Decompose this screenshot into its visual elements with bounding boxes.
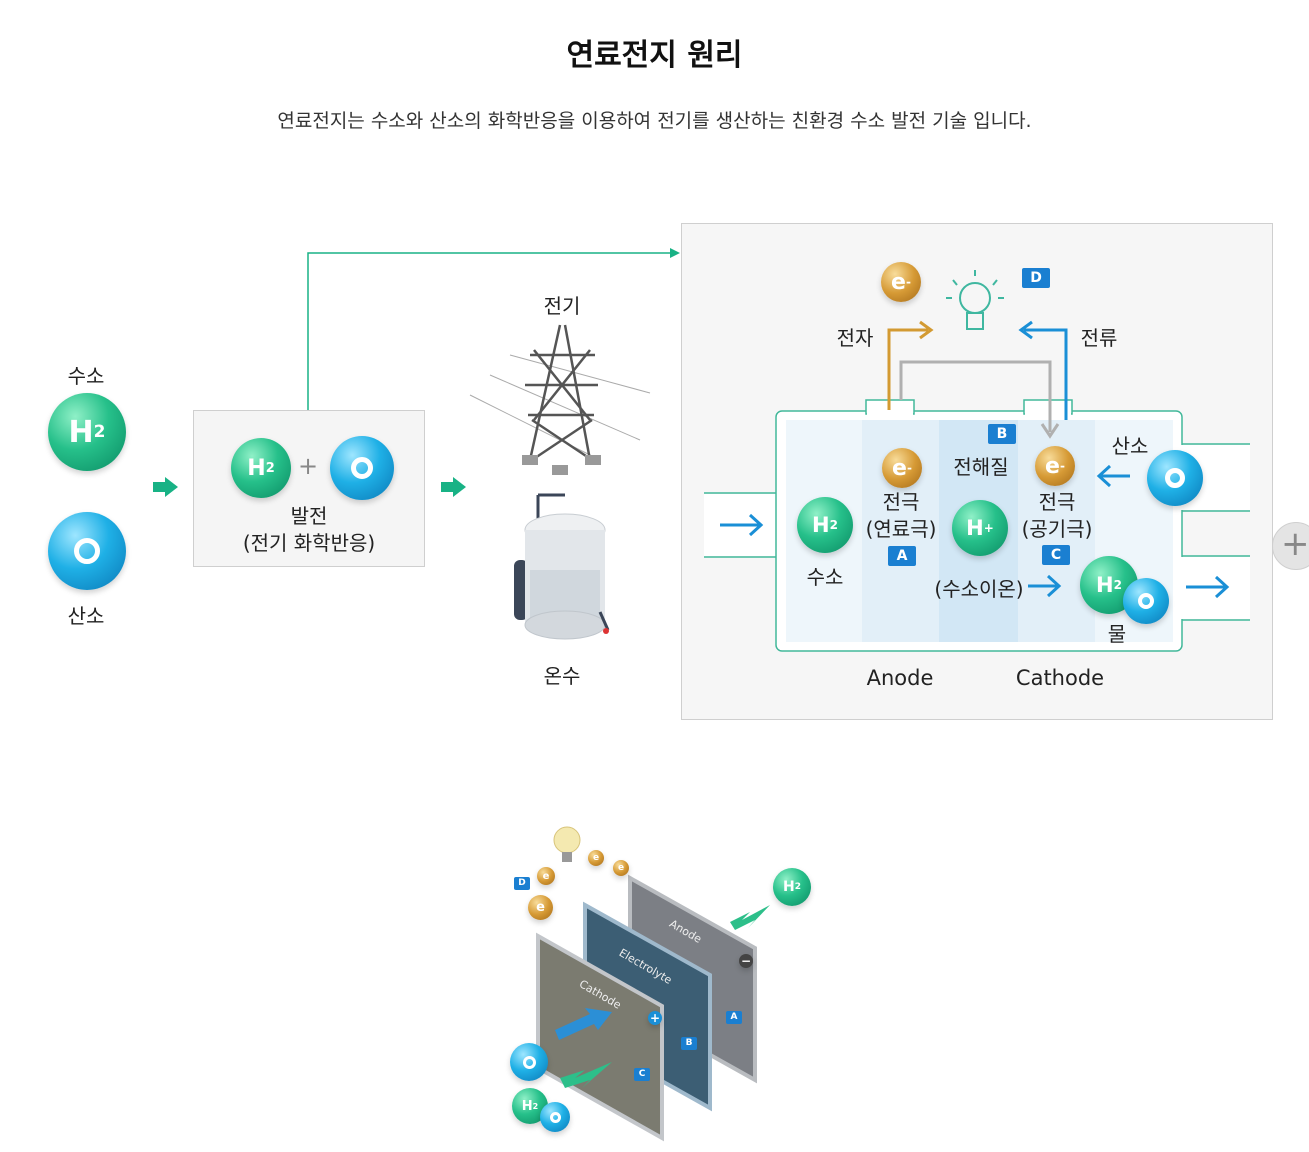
stack-badge-c: C <box>634 1068 650 1081</box>
badge-b: B <box>988 424 1016 444</box>
stack-electron-icon: e <box>528 895 553 920</box>
flow-arrow-input <box>153 477 178 497</box>
hydrogen-ion-label: (수소이온) <box>934 577 1024 601</box>
light-bulb-icon <box>946 270 1004 330</box>
badge-d: D <box>1022 268 1050 288</box>
electron-icon: e- <box>881 262 921 302</box>
stack-water-oxygen-icon <box>540 1102 570 1132</box>
air-electrode-sublabel: (공기극) <box>1021 517 1093 541</box>
oxygen-label: 산소 <box>67 604 105 628</box>
cathode-electron-icon: e- <box>1035 446 1075 486</box>
oxygen-molecule-icon <box>48 512 126 590</box>
generation-sublabel: (전기 화학반응) <box>242 531 376 555</box>
fuel-electrode-label: 전극 <box>882 490 920 514</box>
electricity-label: 전기 <box>543 294 581 318</box>
hydrogen-ion-icon: H+ <box>952 500 1008 556</box>
anode-electron-icon: e- <box>882 448 922 488</box>
badge-c: C <box>1042 545 1070 565</box>
flow-arrow-output <box>441 477 466 497</box>
badge-a: A <box>888 546 916 566</box>
stack-oxygen-icon <box>510 1043 548 1081</box>
cell-hydrogen-label: 수소 <box>806 565 844 589</box>
stack-electron-icon: e <box>613 860 629 876</box>
water-oxygen-icon <box>1123 578 1169 624</box>
electrolyte-label: 전해질 <box>953 455 1009 479</box>
page-title: 연료전지 원리 <box>566 38 743 73</box>
electron-flow-label: 전자 <box>836 326 874 350</box>
stack-badge-b: B <box>681 1037 697 1050</box>
stack-badge-d: D <box>514 877 530 890</box>
plus-terminal-icon: + <box>648 1011 662 1025</box>
fuel-electrode-sublabel: (연료극) <box>865 517 937 541</box>
expand-button[interactable]: + <box>1272 522 1309 570</box>
stack-electron-icon: e <box>588 850 604 866</box>
hydrogen-label: 수소 <box>67 364 105 388</box>
stack-badge-a: A <box>726 1011 742 1024</box>
air-electrode-label: 전극 <box>1038 490 1076 514</box>
current-flow-label: 전류 <box>1080 326 1118 350</box>
water-label: 물 <box>1107 622 1127 646</box>
plus-icon: + <box>1281 524 1309 564</box>
stack-electron-icon: e <box>537 867 555 885</box>
anode-label: Anode <box>866 666 934 690</box>
cell-oxygen-label: 산소 <box>1111 434 1149 458</box>
cell-oxygen-icon <box>1147 450 1203 506</box>
minus-terminal-icon: − <box>739 954 753 968</box>
hot-water-label: 온수 <box>543 664 581 688</box>
cathode-label: Cathode <box>1015 666 1105 690</box>
generation-label: 발전 <box>290 504 328 528</box>
page-subtitle: 연료전지는 수소와 산소의 화학반응을 이용하여 전기를 생산하는 친환경 수소… <box>277 110 1032 132</box>
generation-oxygen-icon <box>330 436 394 500</box>
plus-sign: + <box>298 452 319 480</box>
